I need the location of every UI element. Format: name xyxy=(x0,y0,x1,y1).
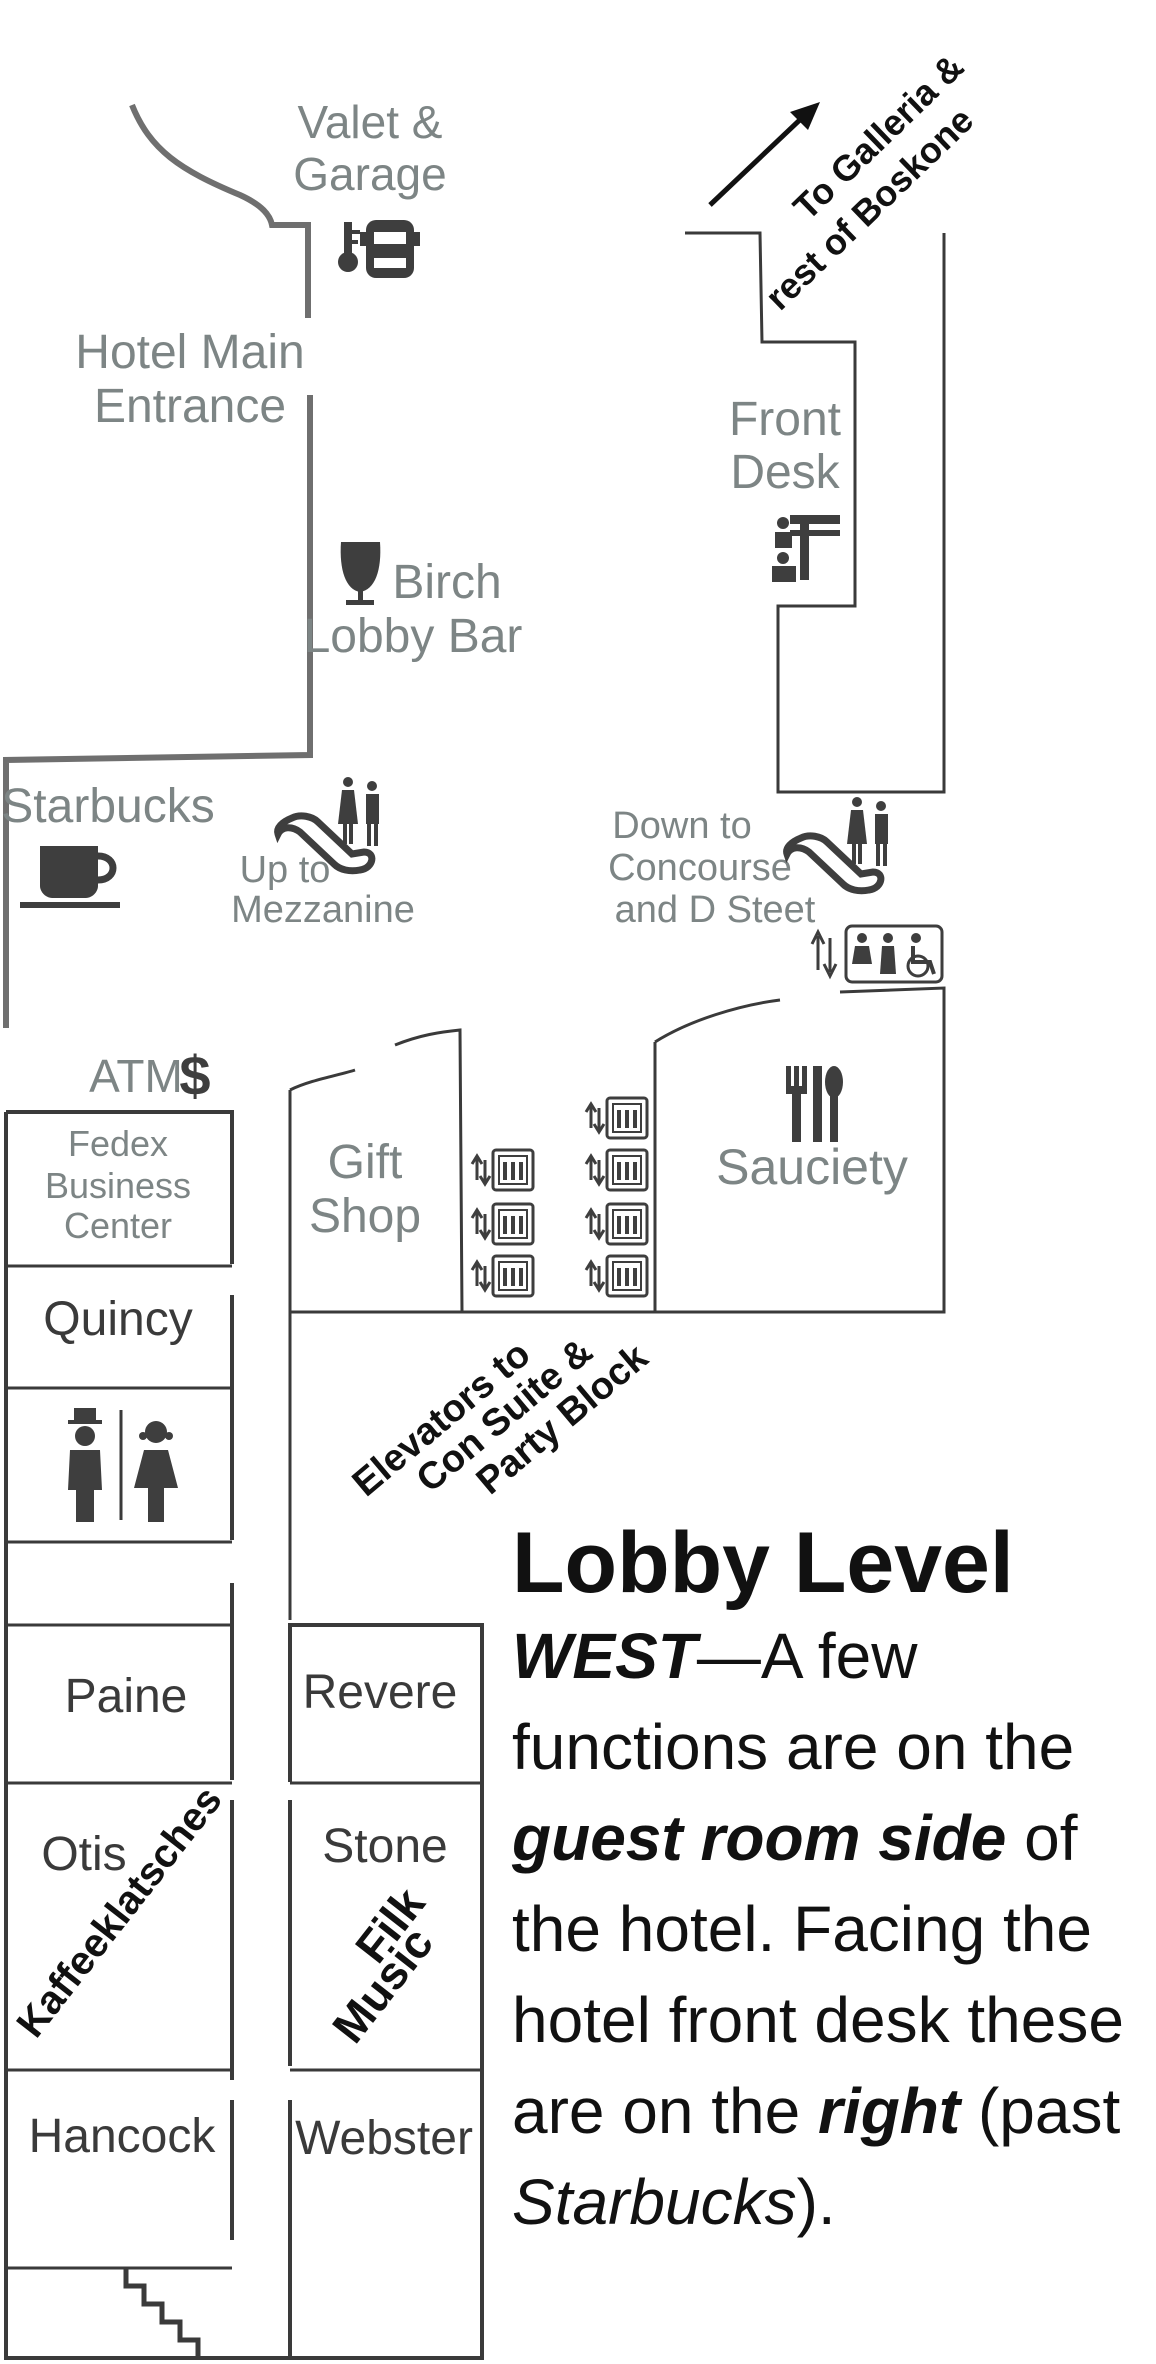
elevator-icon xyxy=(584,1148,649,1192)
garage-label: Garage xyxy=(293,148,446,200)
west-corridor-wall xyxy=(4,1110,484,2360)
valet-label: Valet & xyxy=(298,96,443,148)
sauciety-wall xyxy=(653,986,946,1314)
lobby-bar-label: Lobby Bar xyxy=(304,610,523,663)
room-paine: Paine xyxy=(65,1670,188,1723)
room-quincy: Quincy xyxy=(43,1293,192,1346)
description-part-4: ). xyxy=(796,2166,836,2238)
elevator-icon xyxy=(584,1096,649,1140)
entrance-label: Entrance xyxy=(94,380,286,433)
front-desk-icon xyxy=(772,515,840,582)
sauciety-label: Sauciety xyxy=(716,1139,908,1195)
car-icon xyxy=(360,220,420,278)
room-webster: Webster xyxy=(295,2112,473,2165)
shop-label: Shop xyxy=(309,1190,421,1243)
description-part-2: of the hotel. Facing the hotel front des… xyxy=(512,1802,1124,2147)
stairs-icon xyxy=(123,2268,201,2358)
atm-label: ATM xyxy=(89,1050,183,1102)
restroom-elevator-icon xyxy=(810,924,944,984)
d-street-label: and D Steet xyxy=(615,889,816,931)
mezzanine-label: Mezzanine xyxy=(231,889,415,931)
front-desk-wall xyxy=(685,231,946,794)
concourse-label: Concourse xyxy=(608,847,792,889)
atm-dollar-icon: $ xyxy=(179,1044,210,1107)
description-guest-room-side: guest room side xyxy=(512,1802,1007,1874)
elevator-bank xyxy=(470,1096,649,1298)
front-label: Front xyxy=(729,393,841,446)
room-dividers xyxy=(6,1264,482,2270)
wine-glass-icon xyxy=(340,542,381,605)
room-otis: Otis xyxy=(41,1828,126,1881)
fedex-label-1: Fedex xyxy=(68,1123,168,1164)
restroom-icon xyxy=(68,1408,178,1522)
hotel-main-label: Hotel Main xyxy=(75,326,304,379)
elevator-icon xyxy=(584,1254,649,1298)
coffee-cup-icon xyxy=(20,846,120,908)
lobby-west-wall xyxy=(3,395,313,1028)
fedex-label-3: Center xyxy=(64,1205,172,1246)
entrance-wall xyxy=(129,103,311,318)
birch-label: Birch xyxy=(392,556,501,609)
description-title: Lobby Level xyxy=(512,1515,1014,1611)
description-starbucks: Starbucks xyxy=(512,2166,797,2238)
down-to-label: Down to xyxy=(612,805,751,847)
key-icon xyxy=(338,222,360,272)
escalator-icon-down xyxy=(787,797,888,891)
cutlery-icon xyxy=(786,1066,843,1142)
elevator-lobby-wall xyxy=(288,1310,655,1620)
elevator-icon xyxy=(470,1254,535,1298)
gift-shop-wall xyxy=(288,1028,464,1314)
room-revere: Revere xyxy=(303,1666,458,1719)
elevator-icon xyxy=(584,1202,649,1246)
description-right: right xyxy=(818,2075,961,2147)
description-part-1: —A few functions are on the xyxy=(512,1620,1075,1783)
kaffeeklatsches-label: Kaffeeklatsches xyxy=(8,1778,230,2045)
elevator-icon xyxy=(470,1148,535,1192)
up-to-label: Up to xyxy=(240,849,331,891)
fedex-label-2: Business xyxy=(45,1165,191,1206)
desk-label: Desk xyxy=(730,446,840,499)
arrow-icon xyxy=(708,102,820,207)
room-stone: Stone xyxy=(322,1820,447,1873)
starbucks-label: Starbucks xyxy=(1,780,214,833)
gift-label: Gift xyxy=(328,1136,403,1189)
elevator-icon xyxy=(470,1202,535,1246)
description-part-3: (past xyxy=(960,2075,1121,2147)
description-west: WEST xyxy=(512,1620,697,1692)
room-hancock: Hancock xyxy=(29,2110,217,2163)
